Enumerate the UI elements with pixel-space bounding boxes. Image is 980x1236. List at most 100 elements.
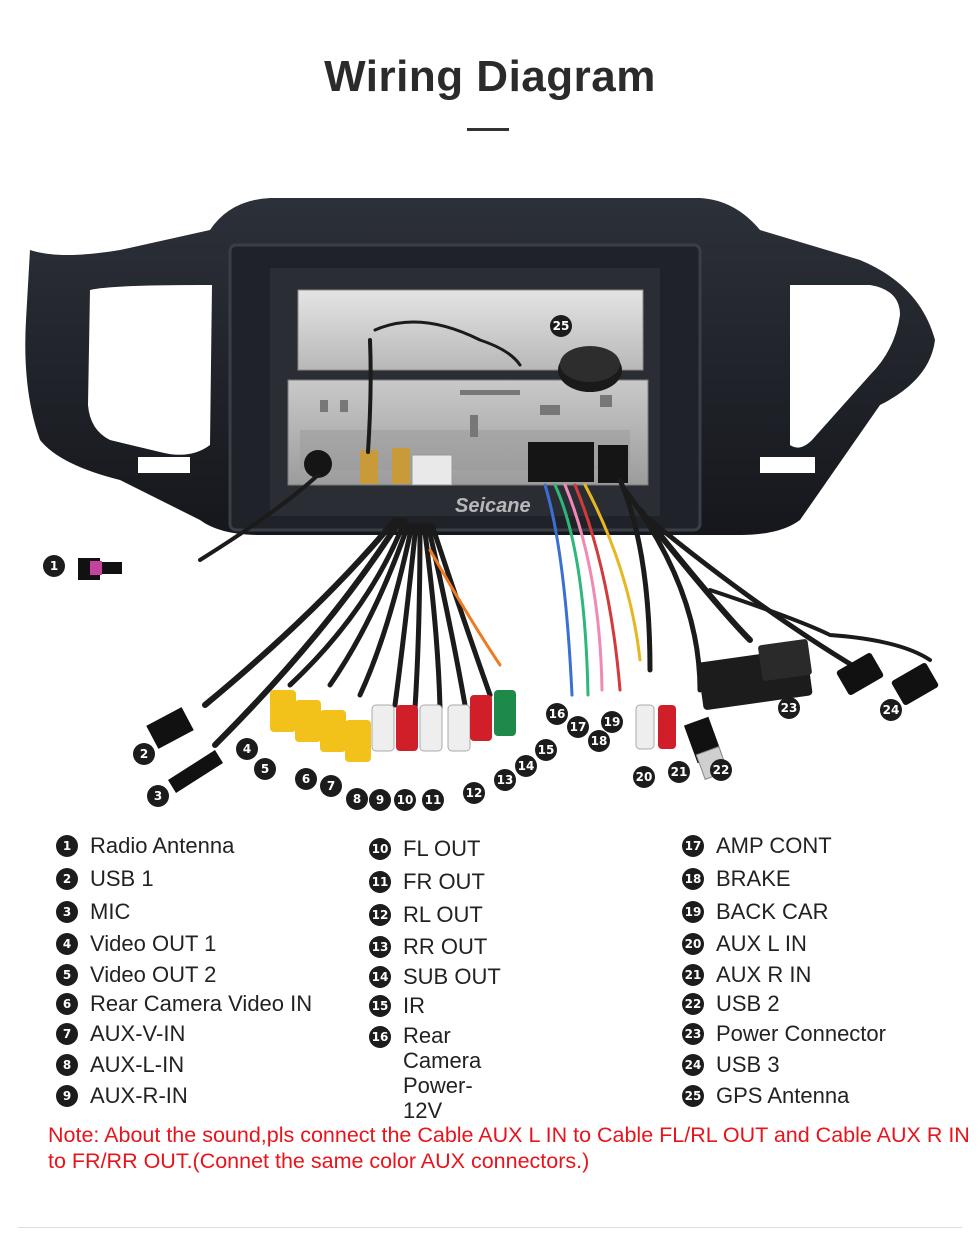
legend-label: RL OUT — [403, 902, 483, 927]
callout-21: 21 — [668, 761, 690, 783]
legend-number: 9 — [56, 1085, 78, 1107]
legend-item: 21 AUX R IN — [682, 961, 811, 988]
legend-number: 7 — [56, 1023, 78, 1045]
callout-10: 10 — [394, 789, 416, 811]
legend-item: 18 BRAKE — [682, 865, 791, 892]
callout-5: 5 — [254, 758, 276, 780]
legend-number: 15 — [369, 995, 391, 1017]
legend-label: Rear Camera Power-12V — [403, 1023, 482, 1123]
callout-9: 9 — [369, 789, 391, 811]
legend-label: BRAKE — [716, 866, 791, 891]
title-underline — [467, 128, 509, 131]
legend-item: 6 Rear Camera Video IN — [56, 990, 312, 1017]
legend-number: 1 — [56, 835, 78, 857]
legend-number: 8 — [56, 1054, 78, 1076]
legend-number: 10 — [369, 838, 391, 860]
legend-item: 10 FL OUT — [369, 835, 480, 862]
rca-plugs — [270, 690, 676, 762]
legend-number: 21 — [682, 964, 704, 986]
legend-item: 25 GPS Antenna — [682, 1082, 849, 1109]
legend-label: Power Connector — [716, 1021, 886, 1046]
legend-label: MIC — [90, 899, 131, 924]
legend-number: 20 — [682, 933, 704, 955]
callout-16: 16 — [546, 703, 568, 725]
legend-number: 19 — [682, 901, 704, 923]
legend-item: 3 MIC — [56, 898, 130, 925]
legend-number: 16 — [369, 1026, 391, 1048]
callout-6: 6 — [295, 768, 317, 790]
legend-item: 5 Video OUT 2 — [56, 961, 216, 988]
callout-22: 22 — [710, 759, 732, 781]
callout-2: 2 — [133, 743, 155, 765]
legend-number: 18 — [682, 868, 704, 890]
legend-number: 22 — [682, 993, 704, 1015]
legend-label: AMP CONT — [716, 833, 832, 858]
callout-8: 8 — [346, 788, 368, 810]
legend-number: 25 — [682, 1085, 704, 1107]
callout-3: 3 — [147, 785, 169, 807]
legend-item: 14 SUB OUT — [369, 963, 501, 990]
callout-7: 7 — [320, 775, 342, 797]
callout-13: 13 — [494, 769, 516, 791]
legend-label: USB 1 — [90, 866, 154, 891]
bottom-divider — [18, 1227, 962, 1228]
callout-14: 14 — [515, 755, 537, 777]
legend-number: 14 — [369, 966, 391, 988]
legend-item: 22 USB 2 — [682, 990, 780, 1017]
legend-label: Video OUT 1 — [90, 931, 217, 956]
callout-17: 17 — [567, 716, 589, 738]
legend-item: 9 AUX-R-IN — [56, 1082, 188, 1109]
legend-number: 11 — [369, 871, 391, 893]
legend-item: 19 BACK CAR — [682, 898, 828, 925]
callout-24: 24 — [880, 699, 902, 721]
legend-number: 24 — [682, 1054, 704, 1076]
legend-label: RR OUT — [403, 934, 488, 959]
callout-4: 4 — [236, 738, 258, 760]
watermark: Seicane — [455, 495, 531, 517]
legend-item: 24 USB 3 — [682, 1051, 780, 1078]
legend-item: 20 AUX L IN — [682, 930, 807, 957]
legend-label: FL OUT — [403, 836, 481, 861]
legend-number: 2 — [56, 868, 78, 890]
legend-label: AUX-R-IN — [90, 1083, 188, 1108]
legend-label: AUX L IN — [716, 931, 807, 956]
callout-23: 23 — [778, 697, 800, 719]
legend-label: FR OUT — [403, 869, 485, 894]
legend-label: IR — [403, 993, 425, 1018]
legend-number: 3 — [56, 901, 78, 923]
legend-label: Video OUT 2 — [90, 962, 217, 987]
sound-connection-note: Note: About the sound,pls connect the Ca… — [48, 1123, 970, 1173]
legend-item: 11 FR OUT — [369, 868, 485, 895]
page-title: Wiring Diagram — [324, 52, 656, 101]
callout-11: 11 — [422, 789, 444, 811]
legend-number: 5 — [56, 964, 78, 986]
legend-number: 17 — [682, 835, 704, 857]
callout-18: 18 — [588, 730, 610, 752]
legend-item: 2 USB 1 — [56, 865, 154, 892]
legend-item: 16 Rear Camera Power-12V — [369, 1023, 481, 1123]
callout-15: 15 — [535, 739, 557, 761]
legend-item: 7 AUX-V-IN — [56, 1020, 185, 1047]
legend-item: 4 Video OUT 1 — [56, 930, 216, 957]
legend-label: USB 2 — [716, 991, 780, 1016]
legend-item: 23 Power Connector — [682, 1020, 886, 1047]
legend-number: 23 — [682, 1023, 704, 1045]
legend-label: SUB OUT — [403, 964, 501, 989]
legend-number: 6 — [56, 993, 78, 1015]
callout-12: 12 — [463, 782, 485, 804]
legend-label: BACK CAR — [716, 899, 829, 924]
legend-number: 4 — [56, 933, 78, 955]
callout-25: 25 — [550, 315, 572, 337]
callout-19: 19 — [601, 711, 623, 733]
legend-label: GPS Antenna — [716, 1083, 850, 1108]
legend-label: AUX R IN — [716, 962, 812, 987]
legend-label: USB 3 — [716, 1052, 780, 1077]
legend-label: AUX-L-IN — [90, 1052, 185, 1077]
legend-item: 17 AMP CONT — [682, 832, 832, 859]
legend-label: AUX-V-IN — [90, 1021, 186, 1046]
head-unit-illustration: Seicane — [25, 198, 939, 793]
legend-label: Rear Camera Video IN — [90, 991, 313, 1016]
